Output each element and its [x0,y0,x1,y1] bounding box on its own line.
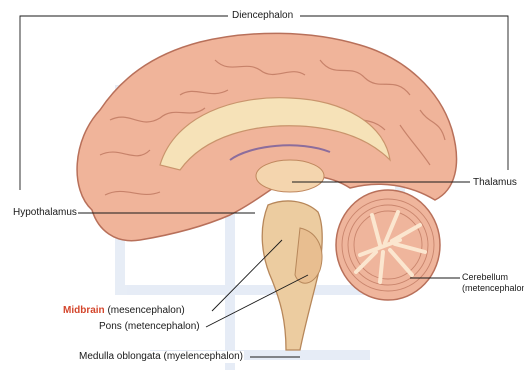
label-diencephalon: Diencephalon [231,10,294,22]
label-medulla: Medulla oblongata (myelencephalon) [78,351,244,363]
label-midbrain: Midbrain (mesencephalon) [62,305,186,317]
label-thalamus: Thalamus [472,177,518,189]
label-midbrain-name: Midbrain [63,305,105,316]
label-midbrain-paren: (mesencephalon) [105,305,185,316]
thalamus-region [256,160,324,192]
label-cerebellum-line1: Cerebellum [462,272,508,282]
label-cerebellum: Cerebellum (metencephalon) [461,272,524,294]
label-pons: Pons (metencephalon) [98,321,201,333]
label-hypothalamus: Hypothalamus [12,207,78,219]
label-cerebellum-line2: (metencephalon) [462,283,524,293]
